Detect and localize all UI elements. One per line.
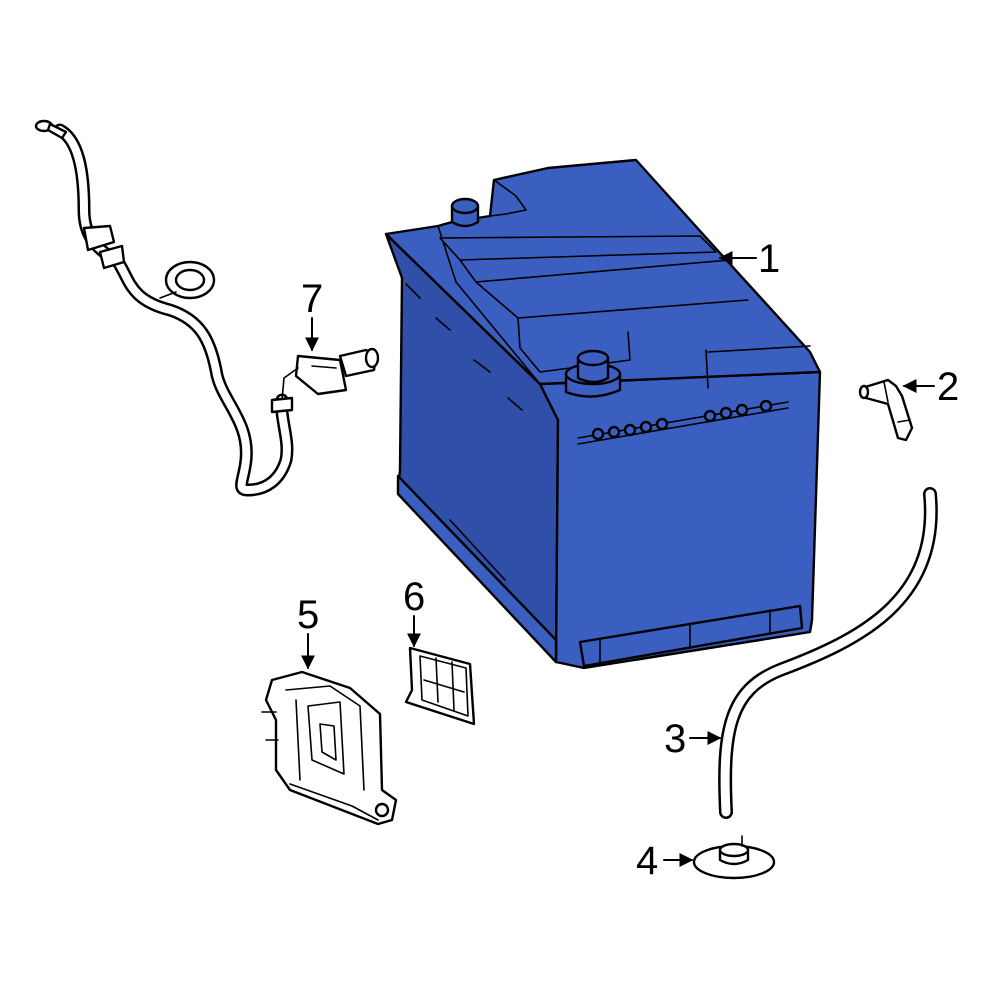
battery-lid-line-f xyxy=(707,345,811,353)
callout-number-5: 5 xyxy=(297,593,319,637)
battery-lid-line-e xyxy=(517,317,631,373)
battery-base-ledge xyxy=(396,474,804,668)
battery-front-face xyxy=(538,370,822,670)
callout-number-6: 6 xyxy=(403,575,425,619)
callout-6: 6 xyxy=(403,575,425,648)
battery-terminal-front xyxy=(564,349,622,398)
mounting-bracket-part[interactable] xyxy=(261,670,398,826)
battery-lid-line-a xyxy=(437,225,541,385)
battery-lid-line-b xyxy=(439,235,717,261)
callout-number-3: 3 xyxy=(664,717,686,761)
cable-harness-part[interactable] xyxy=(34,119,380,497)
callout-5: 5 xyxy=(297,593,319,670)
vent-hose-part[interactable] xyxy=(718,487,938,819)
callout-7: 7 xyxy=(301,277,323,352)
holder-clip-part[interactable] xyxy=(404,646,476,726)
callout-number-1: 1 xyxy=(758,237,780,281)
vent-elbow-part[interactable] xyxy=(858,378,914,442)
battery-lid-line-h xyxy=(489,179,527,217)
callout-number-2: 2 xyxy=(937,365,959,409)
callout-number-7: 7 xyxy=(301,277,323,321)
battery-terminal-rear xyxy=(450,197,480,228)
grommet-part[interactable] xyxy=(692,835,776,880)
battery-side-slots xyxy=(405,283,523,411)
battery-lid-line-g xyxy=(705,349,709,389)
callout-number-4: 4 xyxy=(636,839,658,883)
callout-3: 3 xyxy=(664,717,722,761)
callout-4: 4 xyxy=(636,839,694,883)
callout-2: 2 xyxy=(902,365,959,409)
callout-1: 1 xyxy=(718,237,780,281)
battery-part[interactable] xyxy=(384,158,822,670)
battery-vent-row xyxy=(577,399,789,445)
